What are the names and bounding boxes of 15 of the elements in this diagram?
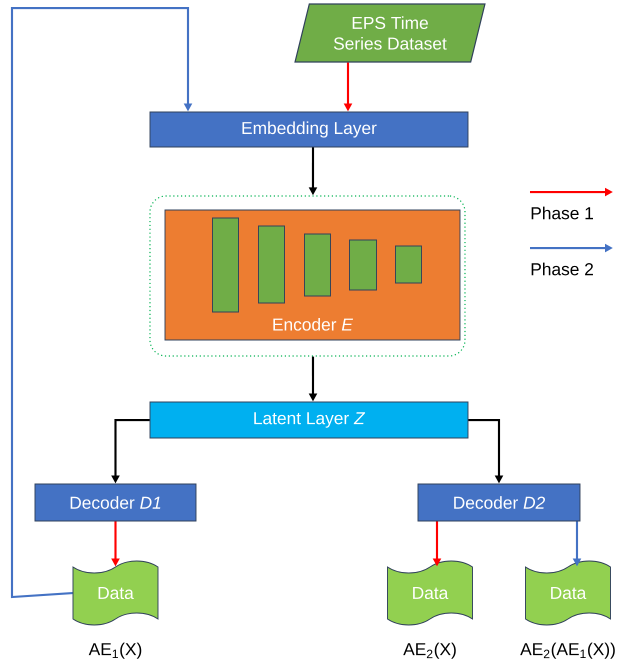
legend-text: Phase 1 [532,206,593,220]
layer-box: Latent Layer Z [150,402,468,438]
output-caption: AE$_{2}$(AE$_{1}$(X)) [520,642,615,659]
arrow [10,6,192,598]
decoder-box: Decoder D2 [418,484,580,522]
legend-text: Phase 2 [532,262,593,276]
data-document: Data [525,560,611,626]
layer-box: Embedding Layer [150,112,468,148]
output-caption: AE$_{2}$(X) [403,642,456,659]
output-caption: AE$_{1}$(X) [88,642,142,659]
data-document: Data [387,560,473,626]
group-outline [149,195,466,357]
decoder-box: Decoder D1 [34,484,196,522]
data-document: Data [72,560,158,626]
dataset-parallelogram: EPS Time Series Dataset [294,3,486,63]
